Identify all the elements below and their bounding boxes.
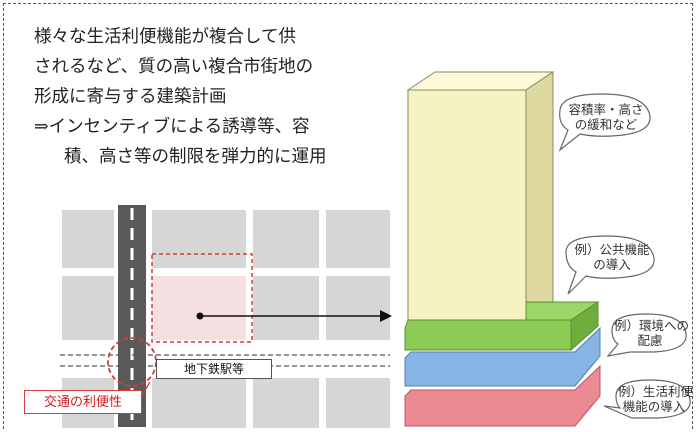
layer-environment — [404, 326, 601, 387]
development-site — [152, 276, 246, 340]
callout-relax: 容積率・高さ の緩和など — [568, 102, 644, 132]
city-block — [326, 210, 390, 268]
city-block — [253, 210, 319, 268]
diagram-frame — [3, 3, 693, 429]
tower-front — [407, 89, 527, 321]
description-line: されるなど、質の高い複合市街地の — [34, 57, 314, 77]
city-block — [326, 378, 390, 428]
description-line: ⇒インセンティブによる誘導等、容 — [34, 117, 310, 137]
description-line: 様々な生活利便機能が複合して供 — [34, 27, 296, 47]
city-block — [62, 276, 114, 340]
city-block — [253, 276, 319, 340]
callout-environment: 例）環境への 配慮 — [614, 318, 690, 348]
city-block — [62, 210, 114, 268]
callout-living: 例）生活利便 機能の導入 — [618, 384, 694, 414]
layer-living — [404, 364, 601, 427]
site-boundary — [151, 253, 253, 343]
callout-living-bubble — [603, 379, 691, 419]
transport-label: 交通の利便性 — [24, 390, 142, 414]
callout-relax-bubble — [558, 93, 651, 152]
tower-side — [525, 71, 554, 321]
city-block — [152, 378, 246, 428]
description-text: 様々な生活利便機能が複合して供 されるなど、質の高い複合市街地の 形成に寄与する… — [34, 22, 394, 172]
callout-public: 例）公共機能 の導入 — [574, 242, 650, 272]
building — [404, 71, 601, 427]
station-label: 地下鉄駅等 — [156, 359, 272, 379]
callout-environment-bubble — [606, 313, 687, 357]
city-block — [326, 276, 390, 340]
arrow-head — [380, 310, 392, 322]
city-block — [253, 378, 319, 428]
layer-public — [404, 319, 572, 351]
description-line: 形成に寄与する建築計画 — [34, 87, 227, 107]
callout-bubbles — [558, 93, 691, 419]
city-block — [152, 210, 246, 268]
description-line: 積、高さ等の制限を弾力的に運用 — [64, 147, 327, 167]
callout-public-bubble — [565, 235, 655, 295]
